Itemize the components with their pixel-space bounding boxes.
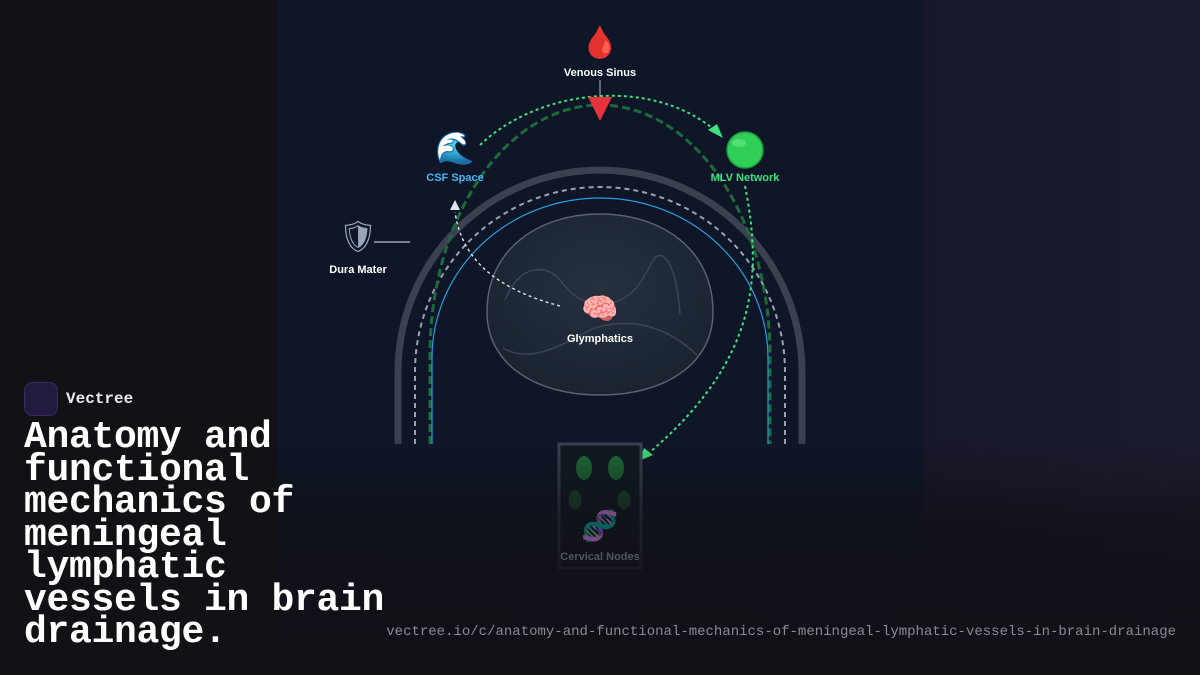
source-url[interactable]: vectree.io/c/anatomy-and-functional-mech…	[386, 624, 1176, 640]
drop-of-blood-icon: 🩸	[580, 25, 620, 61]
brain-fold-1	[504, 254, 681, 315]
green-circle-icon	[726, 131, 764, 169]
green-circle-highlight	[732, 139, 746, 147]
arachnoid-blue-arc	[431, 197, 769, 444]
flow-arrowhead-csf	[450, 200, 460, 210]
page-title: Anatomy and functional mechanics of meni…	[24, 416, 385, 654]
flow-arrowhead-mlv	[708, 124, 723, 138]
sinus-triangle-marker	[588, 97, 612, 121]
bottom-fade-overlay	[278, 440, 1200, 675]
shield-icon: 🛡	[338, 219, 378, 255]
brand-header: Vectree	[24, 382, 133, 416]
node-label-dura-mater: Dura Mater	[329, 264, 387, 276]
left-dark-panel	[0, 0, 278, 675]
brain-icon: 🧠	[581, 292, 619, 327]
water-wave-icon: 🌊	[435, 129, 475, 167]
node-label-venous-sinus: Venous Sinus	[563, 67, 637, 79]
skull-arc	[394, 166, 806, 444]
brand-name: Vectree	[66, 390, 134, 408]
arachnoid-dashed-arc	[414, 186, 786, 444]
node-label-glymphatics: Glymphatics	[566, 333, 634, 345]
node-label-cervical-nodes: Cervical Nodes	[560, 551, 640, 563]
node-label-csf-space: CSF Space	[426, 172, 484, 184]
dna-icon: 🧬	[581, 509, 619, 544]
node-label-mlv-network: MLV Network	[710, 172, 780, 184]
brain-fold-2	[502, 322, 698, 356]
brand-logo-badge	[24, 382, 58, 416]
flow-csf-to-mlv	[479, 94, 713, 146]
flow-mlv-to-cervical	[649, 185, 754, 453]
flow-glymphatics-to-csf	[454, 211, 561, 307]
